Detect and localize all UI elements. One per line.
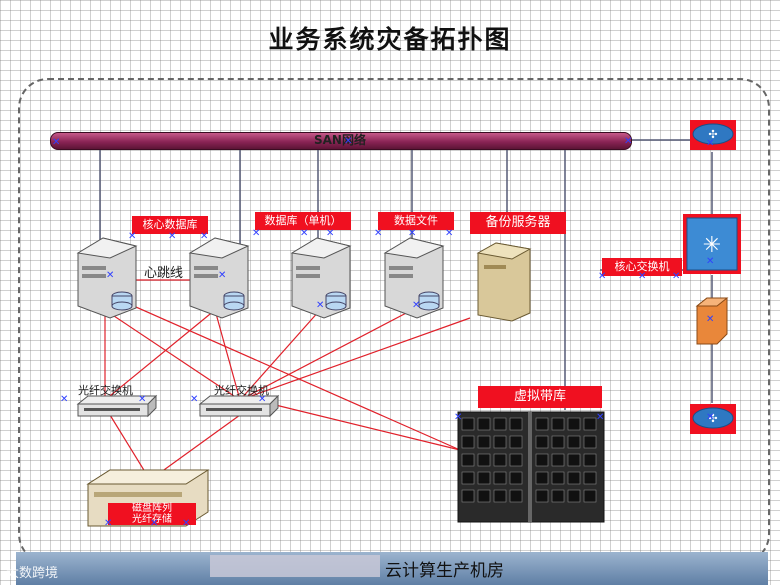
- port-marker: ✕: [300, 228, 309, 239]
- tape-library-icon: [457, 411, 605, 523]
- port-marker: ✕: [60, 394, 69, 405]
- diagram-title: 业务系统灾备拓扑图: [268, 25, 512, 54]
- port-marker: ✕: [190, 394, 199, 405]
- port-marker: ✕: [445, 228, 454, 239]
- port-marker: ✕: [374, 228, 383, 239]
- fc-switch-icon: [76, 394, 158, 418]
- server-icon: [383, 237, 445, 319]
- port-marker: ✕: [316, 300, 325, 311]
- virtual-tape-tag: 虚拟带库: [478, 386, 602, 408]
- port-marker: ✕: [104, 518, 113, 529]
- port-marker: ✕: [168, 231, 177, 242]
- svg-text:✳: ✳: [703, 233, 721, 258]
- core-switch-tag: 核心交换机: [602, 258, 682, 276]
- fc-links: [104, 279, 471, 481]
- port-marker: ✕: [218, 270, 227, 281]
- port-marker: ✕: [52, 137, 61, 148]
- port-marker: ✕: [706, 314, 715, 325]
- server-icon: [188, 237, 250, 319]
- port-marker: ✕: [672, 271, 681, 282]
- fc-switch-icon: [198, 394, 280, 418]
- port-marker: ✕: [128, 231, 137, 242]
- port-marker: ✕: [454, 412, 463, 423]
- port-marker: ✕: [598, 271, 607, 282]
- server-icon: [76, 237, 138, 319]
- blurred-text: [210, 555, 380, 577]
- san-label: SAN网络: [314, 133, 366, 147]
- port-marker: ✕: [706, 256, 715, 267]
- firewall-icon: [695, 297, 729, 345]
- server-icon: [290, 237, 352, 319]
- port-marker: ✕: [706, 412, 715, 423]
- data-file-tag: 数据文件: [378, 212, 454, 230]
- port-marker: ✕: [106, 270, 115, 281]
- heartbeat-label: 心跳线: [144, 266, 184, 281]
- core-switch-icon: ✳: [683, 214, 741, 274]
- fc-switch-1-label: 光纤交换机: [78, 384, 133, 397]
- disk-array-tag: 磁盘阵列 光纤存储: [108, 503, 196, 525]
- port-marker: ✕: [624, 136, 633, 147]
- bottom-banner: [16, 552, 768, 585]
- port-marker: ✕: [252, 228, 261, 239]
- watermark: 大数跨境: [6, 566, 59, 581]
- svg-text:✣: ✣: [708, 128, 717, 141]
- port-marker: ✕: [344, 136, 353, 147]
- port-marker: ✕: [258, 394, 267, 405]
- port-marker: ✕: [150, 518, 159, 529]
- port-marker: ✕: [138, 394, 147, 405]
- backup-server-tag: 备份服务器: [470, 212, 566, 234]
- port-marker: ✕: [638, 271, 647, 282]
- port-marker: ✕: [326, 228, 335, 239]
- svg-text:✣: ✣: [708, 412, 717, 425]
- router-icon: ✣: [690, 404, 736, 434]
- port-marker: ✕: [182, 518, 191, 529]
- port-marker: ✕: [408, 228, 417, 239]
- port-marker: ✕: [412, 300, 421, 311]
- core-db-tag: 核心数据库: [132, 216, 208, 234]
- machine-room-label: 云计算生产机房: [385, 561, 504, 581]
- db-standalone-tag: 数据库（单机）: [255, 212, 351, 230]
- san-network-pipe: [50, 132, 632, 150]
- port-marker: ✕: [596, 412, 605, 423]
- port-marker: ✕: [706, 138, 715, 149]
- router-icon: ✣: [690, 120, 736, 150]
- fc-switch-2-label: 光纤交换机: [214, 384, 269, 397]
- port-marker: ✕: [200, 231, 209, 242]
- tower-server-icon: [476, 242, 532, 322]
